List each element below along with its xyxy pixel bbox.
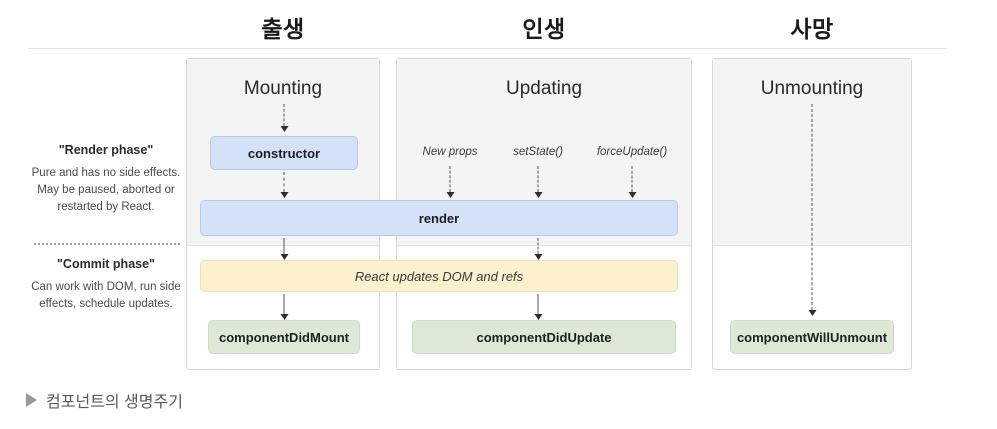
header-divider-rule xyxy=(28,48,946,49)
render-phase-title: "Render phase" xyxy=(58,143,154,157)
caption: 컴포넌트의 생명주기 xyxy=(26,388,183,412)
arrow-new-props-to-render xyxy=(446,166,455,198)
arrow-constructor-to-render xyxy=(280,172,289,198)
panel-title-mounting: Mounting xyxy=(243,78,323,99)
trigger-label-set-state: setState() xyxy=(513,146,563,158)
triangle-right-icon xyxy=(26,393,37,407)
arrow-render-to-react-updates-mounting xyxy=(280,238,289,260)
commit-phase-title: "Commit phase" xyxy=(57,257,155,271)
arrow-react-updates-to-did-update xyxy=(534,294,543,320)
render-phase-description: "Render phase" Pure and has no side effe… xyxy=(28,142,184,216)
header-life: 인생 xyxy=(522,16,566,42)
arrow-set-state-to-render xyxy=(534,166,543,198)
node-constructor[interactable]: constructor xyxy=(210,136,358,170)
commit-phase-text: Can work with DOM, run side effects, sch… xyxy=(31,280,181,310)
render-phase-text: Pure and has no side effects. May be pau… xyxy=(31,166,181,213)
arrow-unmounting-title-to-will-unmount xyxy=(808,104,817,316)
trigger-label-force-update: forceUpdate() xyxy=(596,146,668,158)
header-death: 사망 xyxy=(790,16,834,42)
arrow-mounting-title-to-constructor xyxy=(280,104,289,132)
phase-divider-dotted-line xyxy=(34,243,180,245)
node-render[interactable]: render xyxy=(200,200,678,236)
arrow-force-update-to-render xyxy=(628,166,637,198)
header-birth: 출생 xyxy=(261,16,305,42)
node-component-did-update[interactable]: componentDidUpdate xyxy=(412,320,676,354)
panel-title-updating: Updating xyxy=(505,78,583,99)
arrow-render-to-react-updates-updating xyxy=(534,238,543,260)
node-component-will-unmount[interactable]: componentWillUnmount xyxy=(730,320,894,354)
caption-text: 컴포넌트의 생명주기 xyxy=(46,394,183,411)
trigger-label-new-props: New props xyxy=(422,146,478,158)
commit-phase-description: "Commit phase" Can work with DOM, run si… xyxy=(28,256,184,313)
node-react-updates-dom-and-refs[interactable]: React updates DOM and refs xyxy=(200,260,678,292)
panel-title-unmounting: Unmounting xyxy=(760,78,864,99)
node-component-did-mount[interactable]: componentDidMount xyxy=(208,320,360,354)
arrow-react-updates-to-did-mount xyxy=(280,294,289,320)
